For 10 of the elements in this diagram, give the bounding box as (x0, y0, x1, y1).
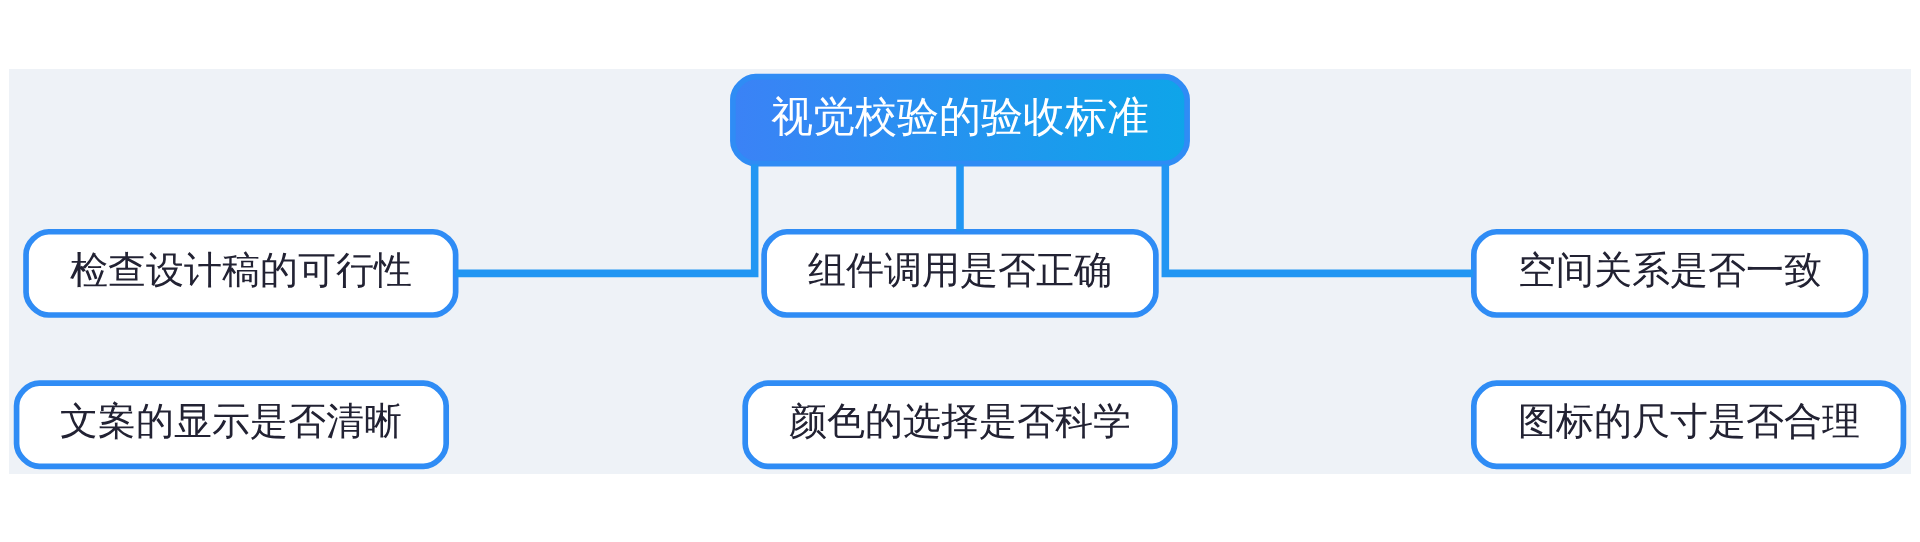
connector (455, 163, 759, 277)
node-box: 图标的尺寸是否合理 (1471, 379, 1907, 469)
node-box: 视觉校验的验收标准 (730, 73, 1190, 166)
node-box: 颜色的选择是否科学 (742, 379, 1178, 469)
connector (956, 163, 964, 231)
node-box: 检查设计稿的可行性 (23, 228, 459, 318)
node-box: 空间关系是否一致 (1471, 228, 1869, 318)
node-box: 组件调用是否正确 (761, 228, 1159, 318)
node-box: 文案的显示是否清晰 (13, 379, 449, 469)
connector (1161, 163, 1474, 277)
